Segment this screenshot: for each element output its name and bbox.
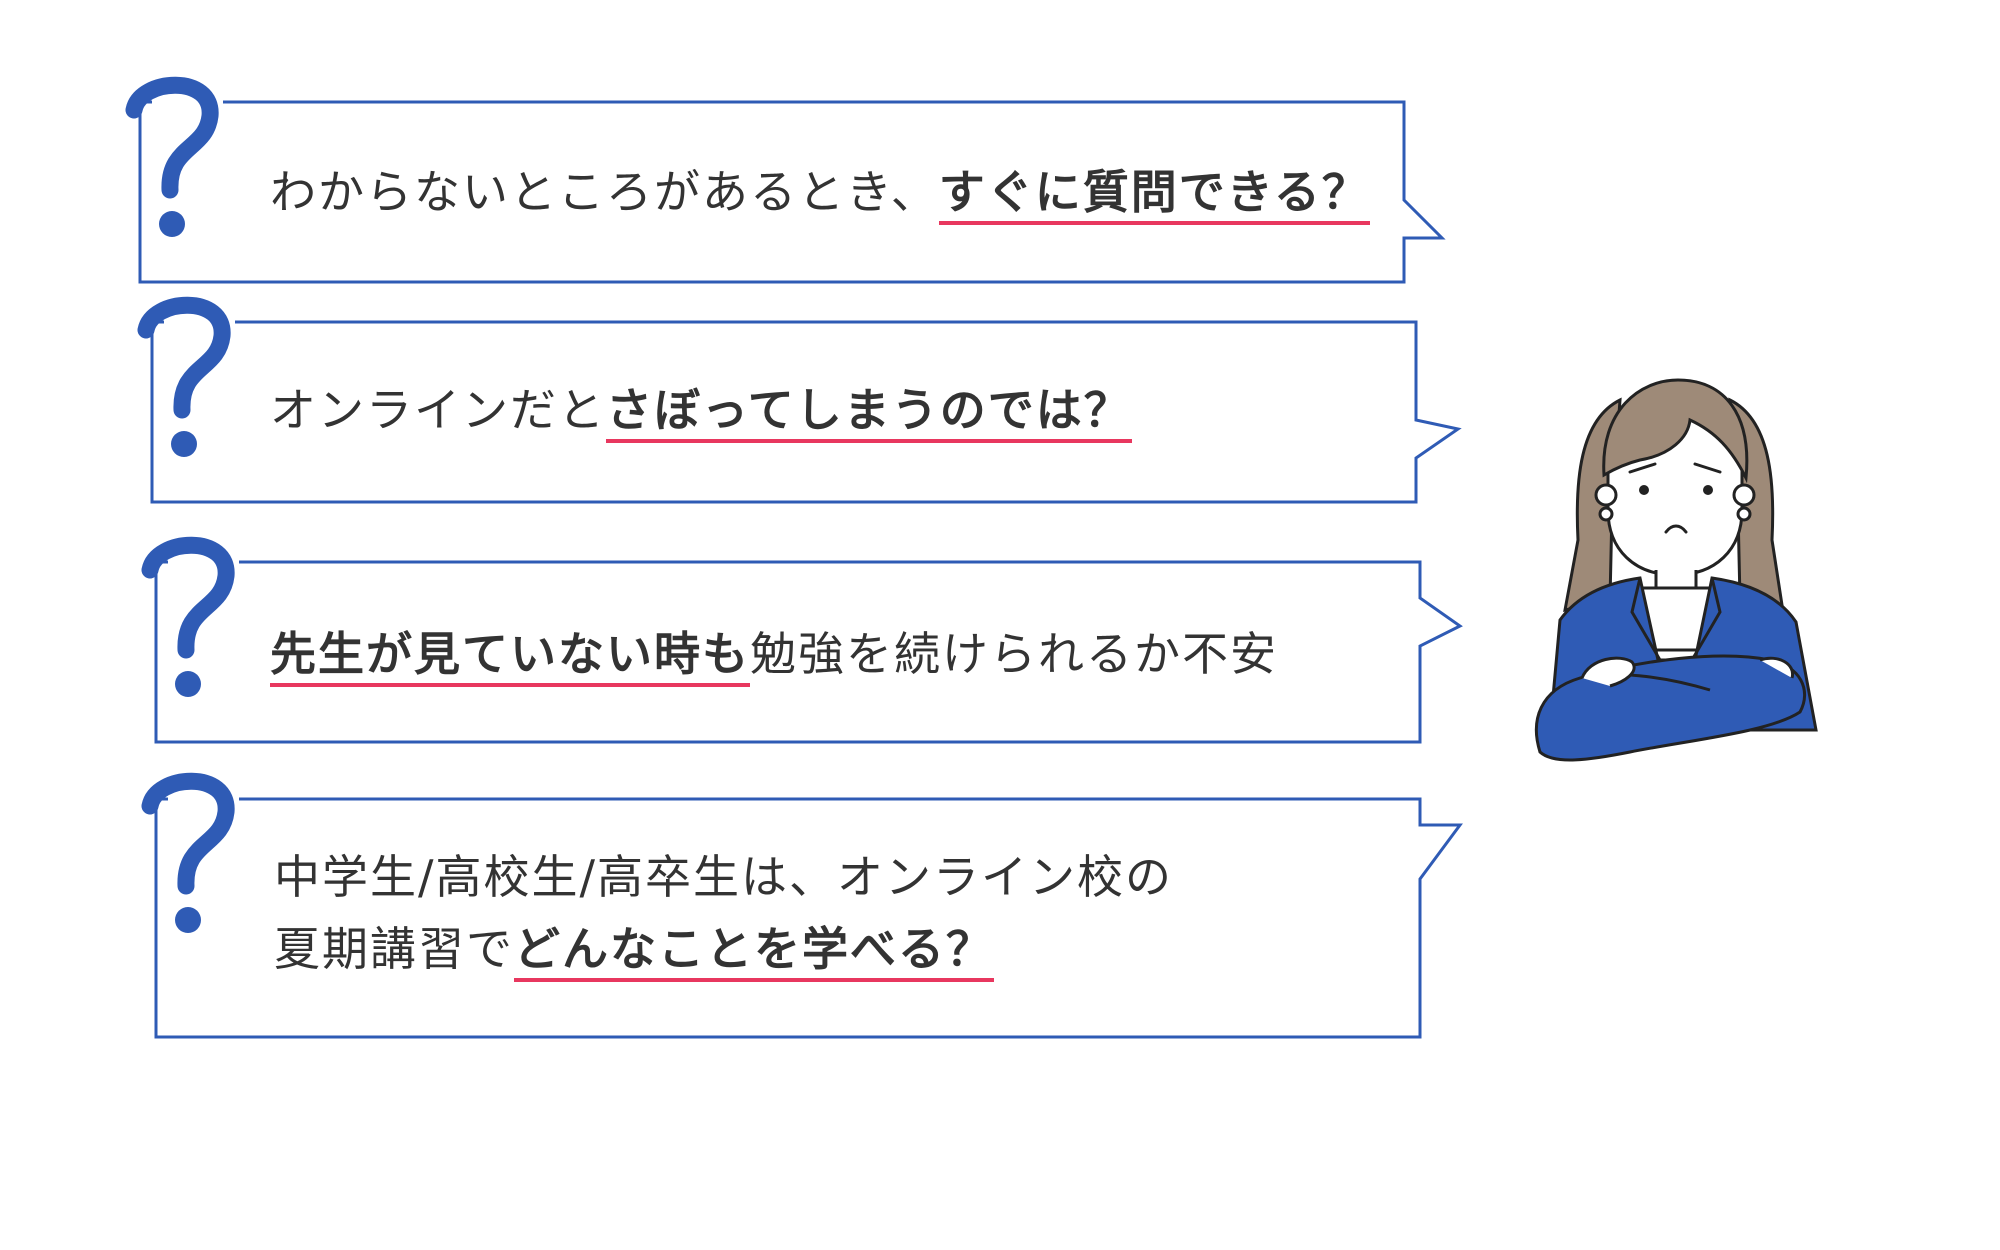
worried-woman-illustration bbox=[1534, 378, 1818, 762]
speech-bubble-frame bbox=[154, 560, 1463, 744]
speech-bubble-frame bbox=[154, 797, 1463, 1039]
bubble-text-emphasis: 先生が見ていない時も bbox=[270, 627, 750, 687]
question-mark-icon bbox=[141, 772, 235, 933]
bubble-text-emphasis: すぐに質問できる？ bbox=[938, 165, 1370, 225]
question-mark-icon bbox=[125, 76, 219, 237]
question-mark-icon bbox=[141, 536, 235, 697]
bubble-text-plain: わからないところがあるとき、 bbox=[270, 165, 939, 219]
bubble-text-line-1: 中学生/高校生/高卒生は、オンライン校の bbox=[274, 841, 1173, 913]
question-mark-icon bbox=[137, 296, 231, 457]
bubble-text-rest: 勉強を続けられるか不安 bbox=[750, 627, 1278, 681]
speech-bubble-frame bbox=[138, 100, 1446, 284]
bubble-text: 先生が見ていない時も勉強を続けられるか不安 bbox=[270, 618, 1278, 690]
bubble-text-plain: 中学生/高校生/高卒生は、オンライン校の bbox=[274, 850, 1173, 904]
bubble-text-plain: 夏期講習で bbox=[274, 922, 514, 976]
bubble-text-plain: オンラインだと bbox=[270, 383, 606, 437]
bubble-text-emphasis: さぼってしまうのでは？ bbox=[606, 383, 1132, 443]
bubble-text-emphasis: どんなことを学べる？ bbox=[514, 922, 994, 982]
bubble-text: オンラインだとさぼってしまうのでは？ bbox=[270, 374, 1132, 446]
speech-bubble-frame bbox=[150, 320, 1462, 504]
bubble-text-line-2: 夏期講習でどんなことを学べる？ bbox=[274, 913, 1173, 985]
bubble-text: わからないところがあるとき、すぐに質問できる？ bbox=[270, 156, 1370, 228]
bubble-text: 中学生/高校生/高卒生は、オンライン校の 夏期講習でどんなことを学べる？ bbox=[274, 841, 1173, 985]
